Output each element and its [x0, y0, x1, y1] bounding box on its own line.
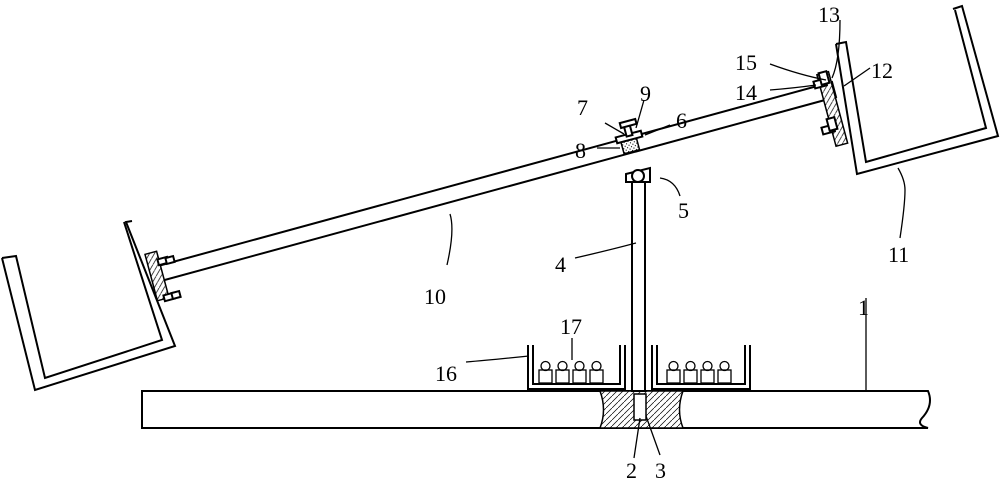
- tray-right: [651, 345, 751, 390]
- tilted-beam: [156, 80, 838, 283]
- support-post: [631, 177, 646, 392]
- leader-lines: [446, 19, 906, 459]
- part-labels: 1 2 3 4 5 6 7 8 9 10 11 12 13 14 15 16 1…: [424, 2, 909, 483]
- label-10: 10: [424, 284, 446, 309]
- bucket-right: [812, 4, 1000, 176]
- label-17: 17: [560, 314, 582, 339]
- label-2: 2: [626, 458, 637, 483]
- label-9: 9: [640, 81, 651, 106]
- label-11: 11: [888, 242, 909, 267]
- base-plate: [141, 390, 931, 429]
- label-12: 12: [871, 58, 893, 83]
- roller-group-right: [666, 360, 732, 384]
- label-8: 8: [575, 138, 586, 163]
- label-15: 15: [735, 50, 757, 75]
- label-4: 4: [555, 252, 566, 277]
- bucket-left: [1, 220, 182, 392]
- roller-group-left: [538, 360, 604, 384]
- clamp-assembly: [614, 117, 644, 155]
- label-13: 13: [818, 2, 840, 27]
- label-5: 5: [678, 198, 689, 223]
- tray-left: [527, 345, 626, 390]
- label-1: 1: [858, 295, 869, 320]
- label-6: 6: [676, 108, 687, 133]
- label-3: 3: [655, 458, 666, 483]
- hinge-joint: [625, 166, 651, 183]
- label-14: 14: [735, 80, 757, 105]
- label-7: 7: [577, 95, 588, 120]
- label-16: 16: [435, 361, 457, 386]
